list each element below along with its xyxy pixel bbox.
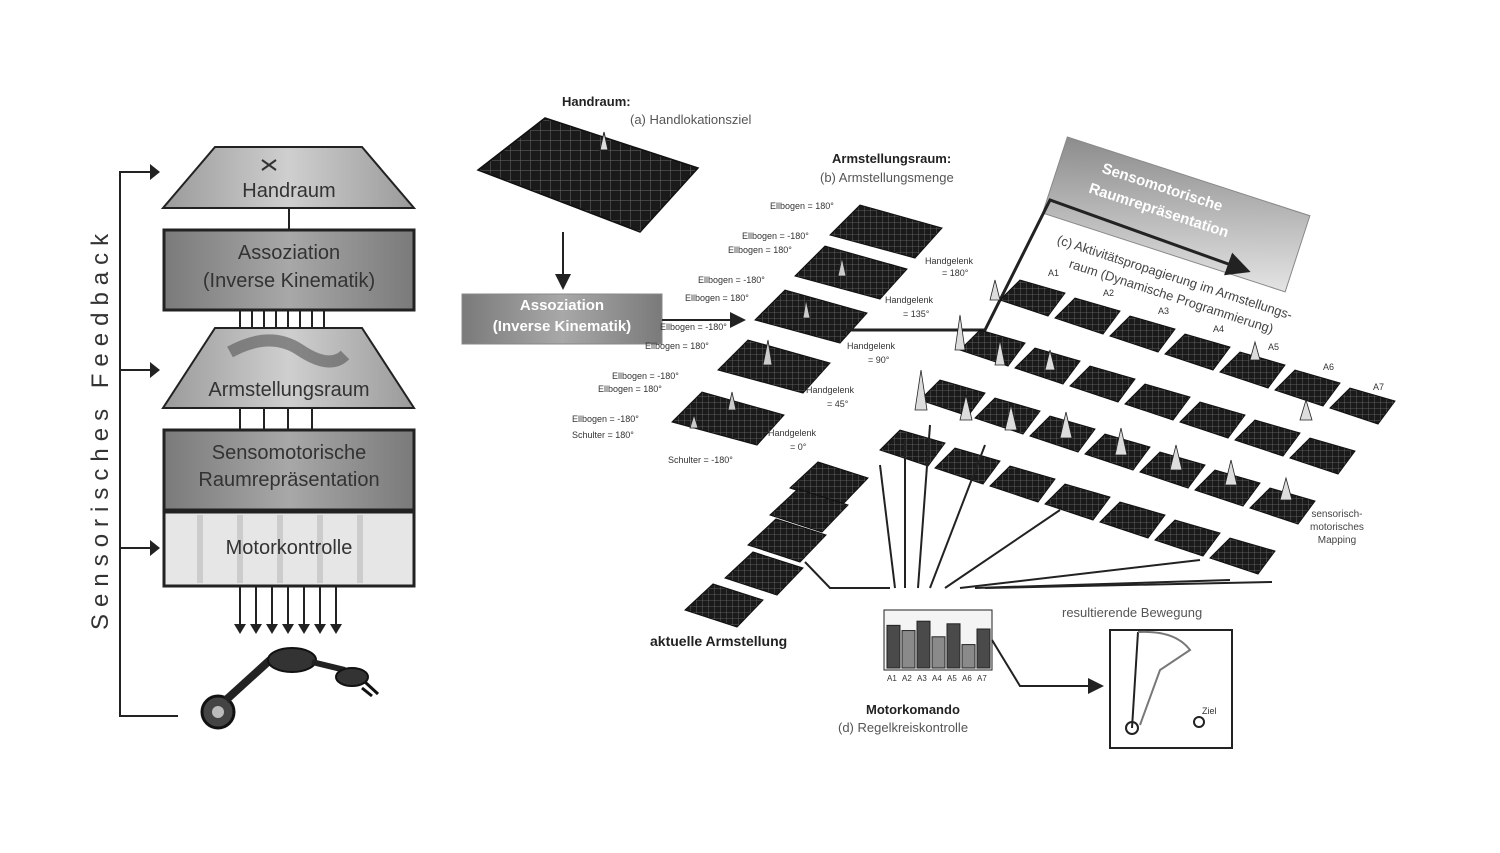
motor-bar-5 <box>946 623 961 669</box>
motor-a-label-1: A1 <box>887 674 897 683</box>
elbow-label-4b: Ellbogen = 180° <box>645 341 709 351</box>
a-label-6: A6 <box>1323 362 1335 372</box>
regelkreis-label: (d) Regelkreiskontrolle <box>838 720 969 735</box>
motor-bars <box>886 620 991 669</box>
feedback-arrows <box>150 164 160 556</box>
motor-a-label-5: A5 <box>947 674 957 683</box>
armstellungsraum-subtitle: (b) Armstellungsmenge <box>820 170 954 185</box>
handraum-layer <box>160 146 417 209</box>
sensomotorische-box <box>162 428 416 512</box>
motor-a-label-7: A7 <box>977 674 987 683</box>
sensor-mapping-line-1: sensorisch- <box>1311 509 1363 520</box>
elbow-label-3a: Ellbogen = -180° <box>698 275 765 285</box>
wrist-label-2a: Handgelenk <box>885 295 934 305</box>
wrist-label-5a: Handgelenk <box>768 428 817 438</box>
motorkomando-box <box>883 609 993 671</box>
handraum-grid <box>476 117 700 233</box>
armstellungsraum-label: Armstellungsraum <box>208 379 370 401</box>
handraum-subtitle: (a) Handlokationsziel <box>630 112 752 127</box>
motor-a-label-2: A2 <box>902 674 912 683</box>
ziel-label: Ziel <box>1202 706 1217 716</box>
sensomotorische-label-2: Raumrepräsentation <box>198 469 380 491</box>
start-marker-icon <box>1125 721 1139 735</box>
elbow-label-3b: Ellbogen = 180° <box>685 293 749 303</box>
elbow-label-5b: Ellbogen = 180° <box>598 384 662 394</box>
motor-a-label-4: A4 <box>932 674 942 683</box>
motor-bar-3 <box>916 620 931 669</box>
shoulder-label-1b: Schulter = 180° <box>572 430 634 440</box>
wrist-label-5b: = 0° <box>790 442 807 452</box>
armstellung-grids <box>671 204 943 446</box>
assoziation-right-label-1: Assoziation <box>519 297 605 314</box>
resultierende-label: resultierende Bewegung <box>1062 605 1203 620</box>
goal-marker-icon <box>1193 716 1205 728</box>
motor-bar-1 <box>886 624 901 669</box>
motor-bar-6 <box>961 644 976 669</box>
left-stack <box>119 146 417 730</box>
motor-a-label-6: A6 <box>962 674 972 683</box>
wrist-label-4b: = 45° <box>827 399 849 409</box>
wrist-label-3b: = 90° <box>868 355 890 365</box>
sensor-mapping-line-3: Mapping <box>1317 535 1357 546</box>
a-label-4: A4 <box>1213 324 1225 334</box>
wrist-label-1b: = 180° <box>942 268 969 278</box>
elbow-label-2b: Ellbogen = 180° <box>728 245 792 255</box>
wrist-label-3a: Handgelenk <box>847 341 896 351</box>
target-mark-icon <box>261 159 277 171</box>
elbow-label-2a: Ellbogen = -180° <box>742 231 809 241</box>
motorkomando-label: Motorkomando <box>866 702 960 717</box>
wrist-label-2b: = 135° <box>903 309 930 319</box>
handraum-title: Handraum: <box>562 94 631 109</box>
sensor-mapping-label: sensorisch- motorisches Mapping <box>1310 508 1364 547</box>
motor-a-label-3: A3 <box>917 674 927 683</box>
movement-path <box>1137 630 1192 726</box>
sensorisches-feedback-label: Sensorisches Feedback <box>87 226 114 630</box>
resultierende-panel <box>1109 629 1233 749</box>
handraum-peak <box>599 131 609 151</box>
assoziation-label-1: Assoziation <box>237 242 341 264</box>
motorkontrolle-label: Motorkontrolle <box>225 537 353 559</box>
handraum-label: Handraum <box>242 180 336 202</box>
feedback-line <box>119 171 178 717</box>
shoulder-label-2: Schulter = -180° <box>668 455 733 465</box>
assoziation-right-label-2: (Inverse Kinematik) <box>492 318 632 335</box>
a-label-1: A1 <box>1048 268 1060 278</box>
a-label-3: A3 <box>1158 306 1170 316</box>
activation-maps <box>879 279 1396 575</box>
sensomotorische-label-1: Sensomotorische <box>211 442 367 464</box>
motor-bar-4 <box>931 636 946 669</box>
armstellungsraum-layer <box>161 327 416 409</box>
aktuelle-armstellung-grids <box>684 461 869 628</box>
motorkontrolle-box <box>162 510 416 588</box>
a-label-2: A2 <box>1103 288 1115 298</box>
motor-a-labels: A1 A2 A3 A4 A5 A6 A7 <box>884 674 992 686</box>
a-label-5: A5 <box>1268 342 1280 352</box>
shoulder-label-1a: Ellbogen = -180° <box>572 414 639 424</box>
armstellungsraum-title: Armstellungsraum: <box>832 151 952 166</box>
right-diagram <box>461 117 1396 749</box>
wrist-label-1a: Handgelenk <box>925 256 974 266</box>
elbow-label-1: Ellbogen = 180° <box>770 201 834 211</box>
a-label-7: A7 <box>1373 382 1385 392</box>
assoziation-label-2: (Inverse Kinematik) <box>202 270 376 292</box>
motor-bar-2 <box>901 630 916 669</box>
robot-arm-icon <box>200 647 380 730</box>
aktuelle-armstellung-label: aktuelle Armstellung <box>650 633 788 649</box>
motor-bar-7 <box>976 628 991 669</box>
wrist-label-4a: Handgelenk <box>806 385 855 395</box>
elbow-label-4a: Ellbogen = -180° <box>660 322 727 332</box>
sensor-mapping-line-2: motorisches <box>1310 522 1364 533</box>
elbow-label-5a: Ellbogen = -180° <box>612 371 679 381</box>
assoziation-right-box <box>461 293 663 345</box>
